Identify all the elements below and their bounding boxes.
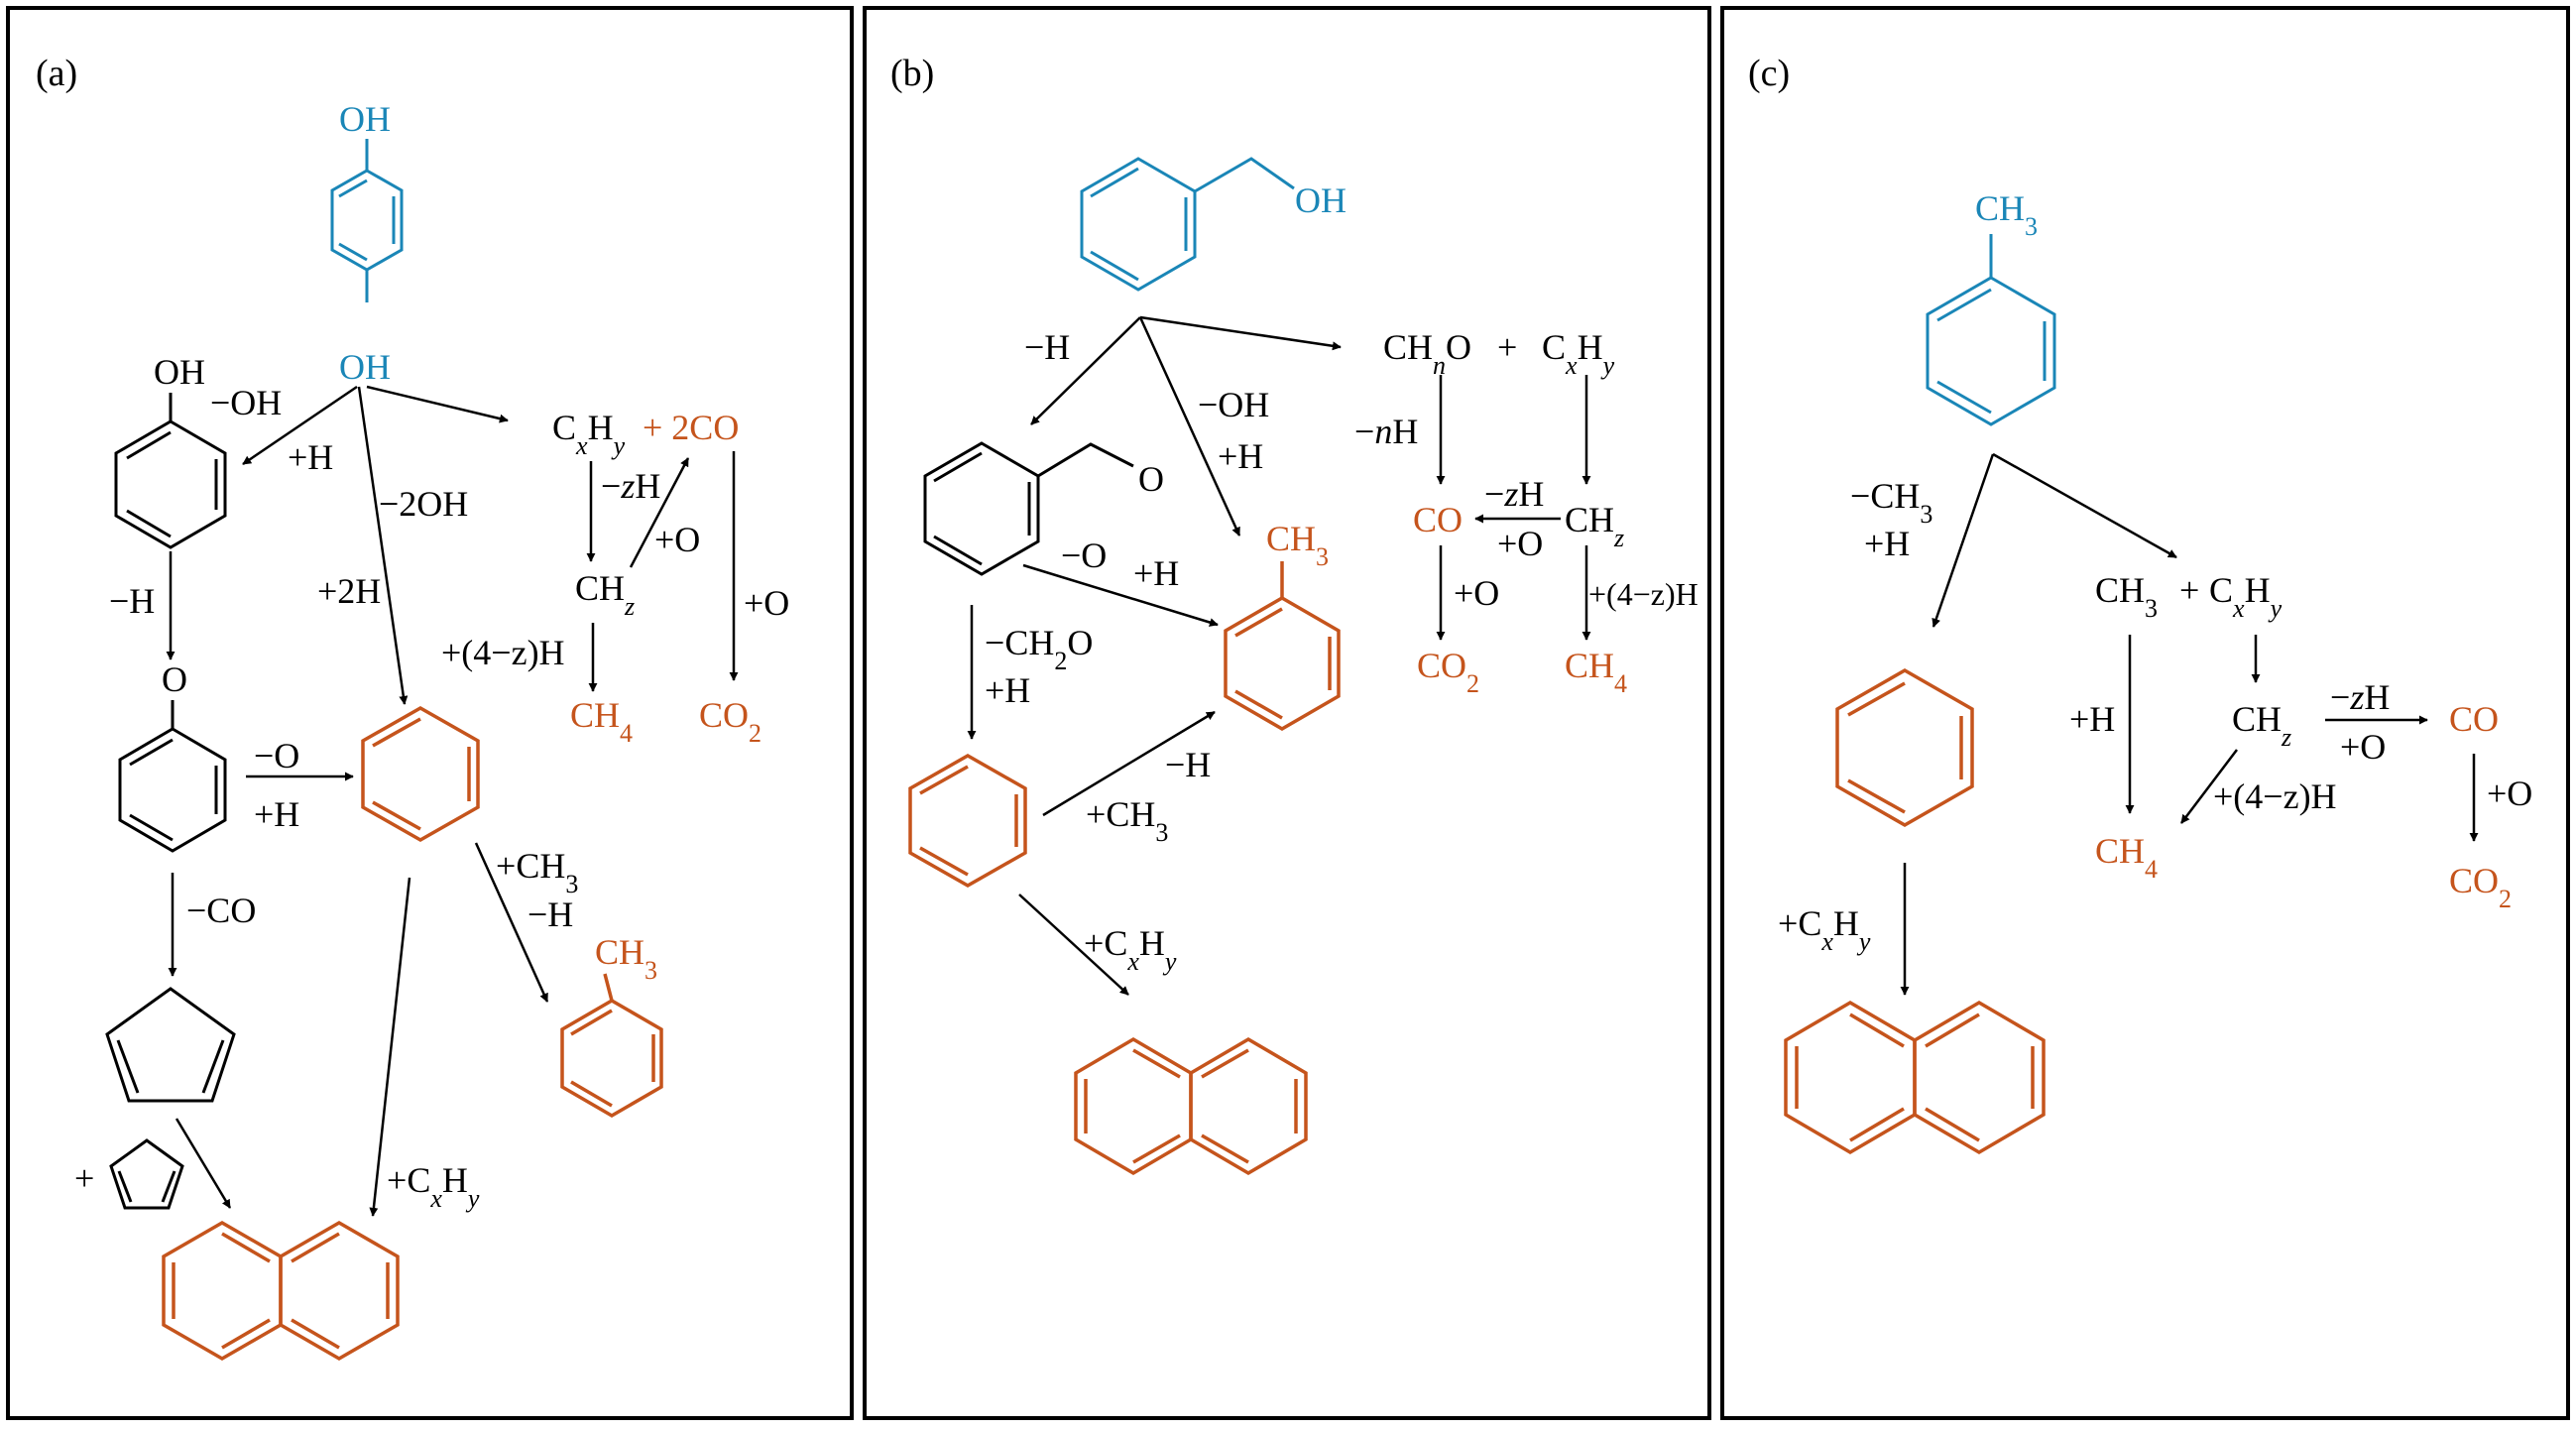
a-toluene-ring bbox=[560, 998, 663, 1119]
b-toluene-ch3: CH3 bbox=[1266, 519, 1329, 571]
a-ch-z: CHz bbox=[575, 568, 635, 621]
c-step-4zh: +(4−z)H bbox=[2213, 776, 2337, 816]
a-naphthalene bbox=[162, 1220, 400, 1362]
a-hydroquinone-oh-bottom: OH bbox=[339, 347, 391, 387]
b-benzyl-alcohol-ring bbox=[1080, 157, 1197, 292]
panel-b-label: (b) bbox=[890, 53, 934, 94]
b-benzyloxy-chain bbox=[1037, 442, 1134, 478]
a-step-plus-o-1: +O bbox=[654, 520, 700, 559]
a-step-minus-h: −H bbox=[109, 581, 155, 621]
a-hydroquinone-ring bbox=[330, 169, 404, 272]
a-step-plus-h: +H bbox=[288, 437, 333, 477]
c-ch3: CH3 bbox=[2095, 570, 2158, 623]
a-step-plus-ch3: +CH3 bbox=[496, 846, 578, 898]
b-co2: CO2 bbox=[1417, 646, 1479, 698]
b-step-minus-h: −H bbox=[1024, 327, 1070, 367]
a-plus-sign: + bbox=[74, 1158, 94, 1198]
panel-b-frame bbox=[863, 6, 1711, 1420]
c-ch-z: CHz bbox=[2232, 699, 2291, 752]
a-hydroquinone-oh-top: OH bbox=[339, 99, 391, 139]
panel-c-frame bbox=[1720, 6, 2570, 1420]
b-benzyl-alcohol-oh: OH bbox=[1295, 180, 1347, 220]
c-cxhy: CxHy bbox=[2209, 570, 2283, 623]
a-phenoxy-ring bbox=[118, 727, 227, 853]
c-step-plus-h: +H bbox=[1864, 524, 1910, 563]
c-ch4: CH4 bbox=[2095, 831, 2158, 884]
c-step-minus-zh: −zH bbox=[2330, 677, 2390, 717]
b-step-plus-o-2: +O bbox=[1454, 573, 1499, 613]
b-chno: CHnO bbox=[1383, 327, 1471, 380]
a-step-4zh: +(4−z)H bbox=[441, 633, 565, 672]
a-phenoxy-o: O bbox=[162, 659, 187, 699]
a-benzene-ring bbox=[361, 705, 480, 843]
panel-a-frame bbox=[6, 6, 854, 1420]
a-step-plus-o-2: +O bbox=[744, 583, 789, 623]
c-step-plus-o-1: +O bbox=[2340, 727, 2386, 767]
a-co2: CO2 bbox=[699, 695, 761, 748]
a-step-plus-h-2: +H bbox=[254, 794, 299, 834]
a-cyclopentadiene-small-ring bbox=[109, 1138, 184, 1210]
a-step-minus-o: −O bbox=[254, 736, 299, 775]
b-step-minus-ch2o: −CH2O bbox=[985, 623, 1093, 675]
c-naphthalene bbox=[1784, 1000, 2046, 1155]
b-ch4: CH4 bbox=[1565, 646, 1627, 698]
b-benzyloxy-o: O bbox=[1138, 459, 1164, 499]
c-co2: CO2 bbox=[2449, 861, 2512, 913]
b-step-plus-cxhy: +CxHy bbox=[1084, 923, 1177, 976]
a-toluene-bond bbox=[603, 973, 614, 1002]
a-phenol-oh: OH bbox=[154, 352, 205, 392]
b-step-plus-h: +H bbox=[1218, 436, 1263, 476]
b-plus-sign: + bbox=[1497, 327, 1517, 367]
a-step-minus-co: −CO bbox=[186, 891, 256, 930]
b-naphthalene bbox=[1074, 1036, 1308, 1176]
c-plus-sign: + bbox=[2179, 570, 2199, 610]
b-arrows bbox=[967, 315, 1591, 996]
panel-a-label: (a) bbox=[36, 53, 77, 94]
b-ch-z: CHz bbox=[1565, 500, 1624, 552]
a-step-minus-oh: −OH bbox=[210, 383, 282, 422]
a-step-plus-2h: +2H bbox=[317, 571, 381, 611]
panel-c-label: (c) bbox=[1748, 53, 1790, 94]
c-arrows bbox=[1900, 452, 2479, 996]
a-step-plus-cxhy: +CxHy bbox=[387, 1160, 480, 1213]
c-step-plus-o-2: +O bbox=[2487, 774, 2532, 813]
b-cxhy: CxHy bbox=[1542, 327, 1615, 380]
a-cyclopentadiene-ring bbox=[105, 987, 236, 1103]
b-step-minus-h-2: −H bbox=[1165, 745, 1211, 784]
b-toluene-ring bbox=[1224, 595, 1341, 732]
b-benzyl-alcohol-chain bbox=[1194, 157, 1295, 193]
c-toluene-ring bbox=[1926, 276, 2056, 426]
a-cxhy: CxHy bbox=[552, 408, 626, 460]
c-toluene-ch3: CH3 bbox=[1975, 188, 2038, 241]
c-step-plus-h-2: +H bbox=[2069, 699, 2115, 739]
a-plus-2co: + 2CO bbox=[643, 408, 739, 447]
a-step-minus-2oh: −2OH bbox=[379, 484, 468, 524]
c-benzene-ring bbox=[1835, 667, 1974, 828]
a-step-minus-zh: −zH bbox=[601, 466, 660, 506]
b-step-minus-nh: −nH bbox=[1354, 412, 1418, 451]
b-step-4zh: +(4−z)H bbox=[1588, 576, 1698, 612]
c-step-minus-ch3: −CH3 bbox=[1850, 476, 1932, 529]
a-step-minus-h-2: −H bbox=[527, 894, 573, 934]
b-step-minus-oh: −OH bbox=[1198, 385, 1269, 424]
a-arrows bbox=[166, 385, 739, 1217]
b-step-minus-zh: −zH bbox=[1484, 474, 1544, 514]
b-step-plus-h-3: +H bbox=[985, 670, 1030, 710]
b-benzene-ring bbox=[908, 753, 1027, 889]
b-step-plus-ch3: +CH3 bbox=[1086, 794, 1168, 847]
a-phenol-ring bbox=[114, 419, 227, 549]
c-co: CO bbox=[2449, 699, 2499, 739]
a-ch4: CH4 bbox=[570, 695, 633, 748]
b-step-plus-h-2: +H bbox=[1133, 553, 1179, 593]
b-step-plus-o-1: +O bbox=[1497, 524, 1543, 563]
b-co: CO bbox=[1413, 500, 1463, 539]
b-benzyloxy-ring bbox=[923, 441, 1040, 576]
c-step-plus-cxhy: +CxHy bbox=[1778, 903, 1871, 956]
a-toluene-ch3: CH3 bbox=[595, 932, 657, 985]
b-step-minus-o: −O bbox=[1061, 536, 1107, 575]
